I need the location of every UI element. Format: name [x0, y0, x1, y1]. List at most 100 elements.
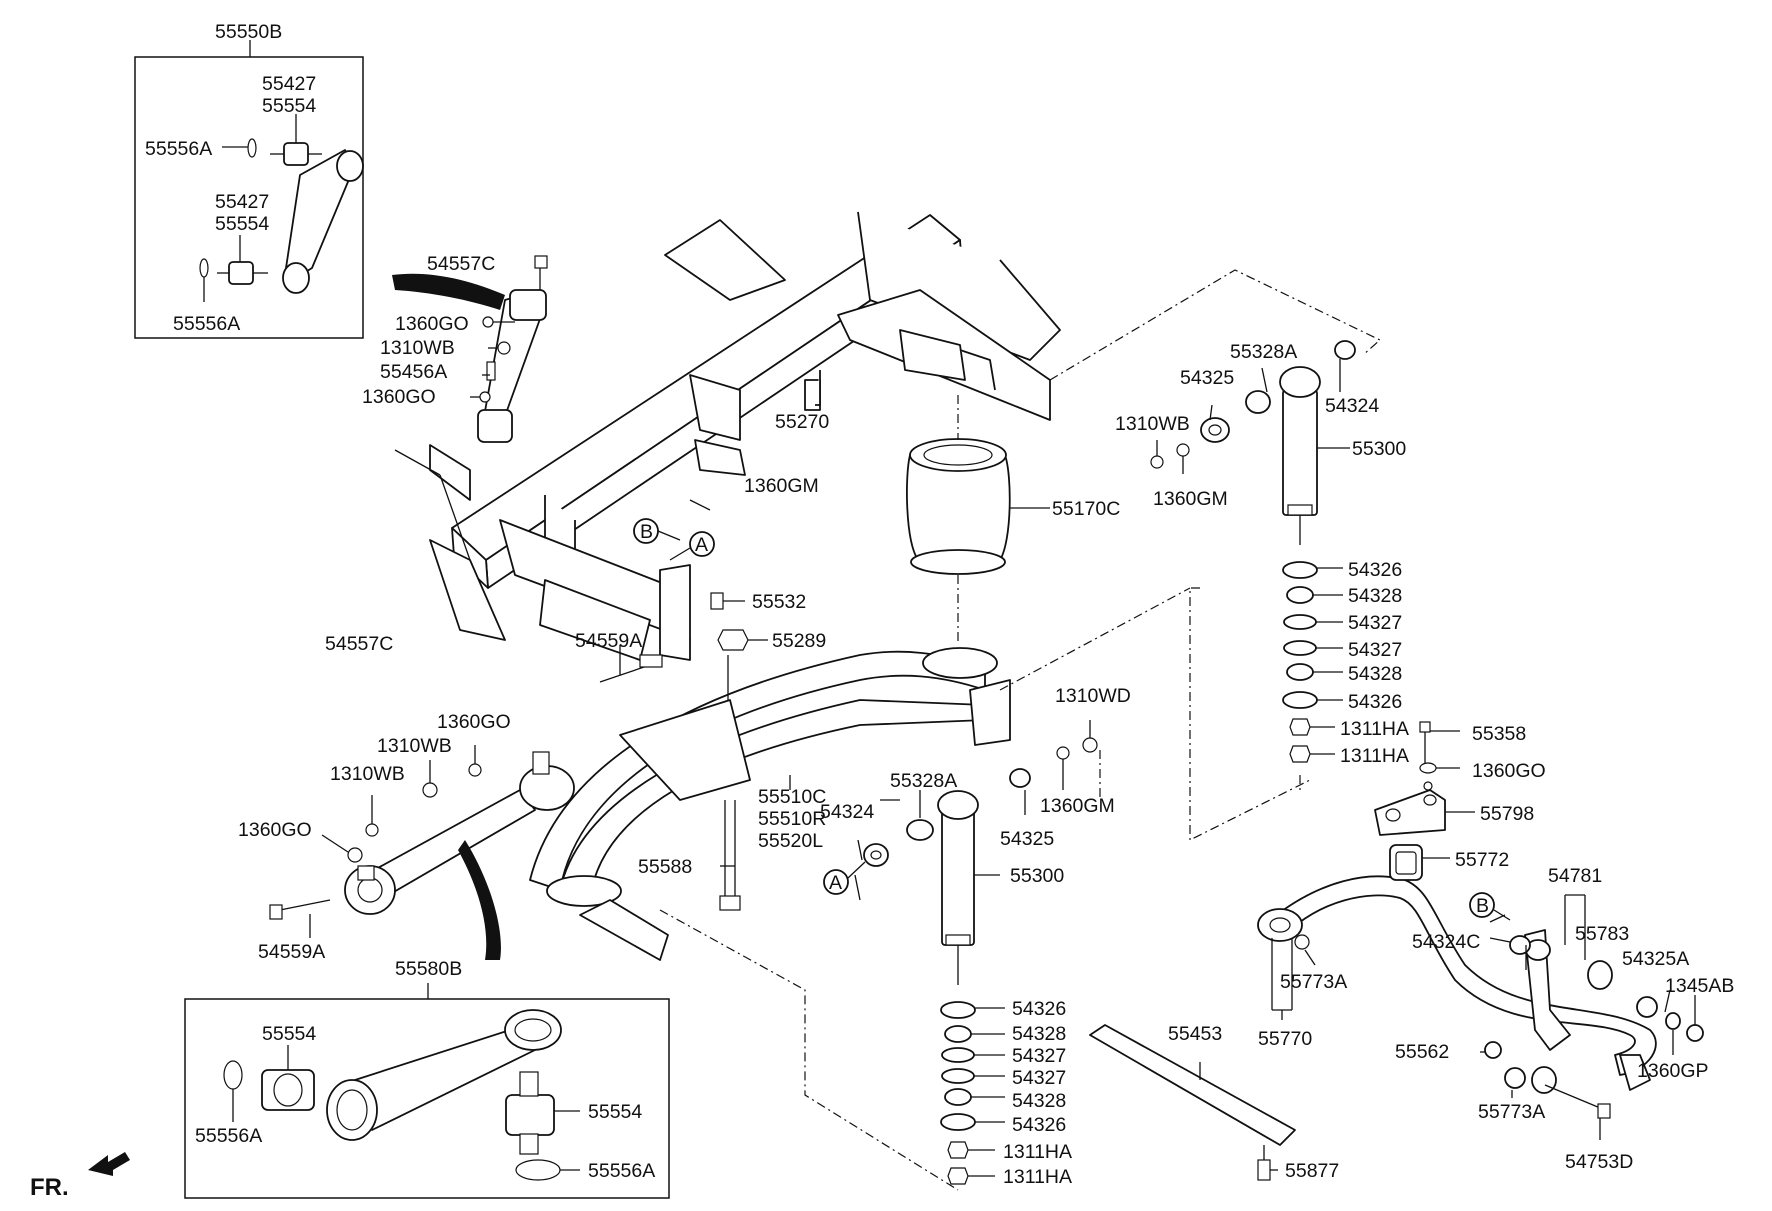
label-55773A-b: 55773A	[1478, 1101, 1545, 1123]
label-54557C-low: 54557C	[325, 633, 393, 655]
label-right-54326-b: 54326	[1348, 691, 1402, 713]
part-labels: 55550B 55427 55554 55556A 55427 55554 55…	[30, 21, 1734, 1201]
label-54325-1: 54325	[1000, 828, 1054, 850]
label-kit-55554-b: 55554	[588, 1101, 642, 1123]
label-right-54327-b: 54327	[1348, 639, 1402, 661]
label-1360GP: 1360GP	[1637, 1060, 1709, 1082]
label-kit-55556A-a: 55556A	[195, 1125, 262, 1147]
label-center-54327-b: 54327	[1012, 1067, 1066, 1089]
label-1360GO-2: 1360GO	[362, 386, 436, 408]
label-55556A-b: 55556A	[173, 313, 240, 335]
shock-absorber-center	[854, 720, 1098, 985]
stabilizer-bar	[1257, 721, 1704, 1140]
label-55562: 55562	[1395, 1041, 1449, 1063]
label-1310WD: 1310WD	[1055, 685, 1131, 707]
upper-torque-rod	[392, 255, 548, 443]
label-A-2: A	[829, 872, 842, 894]
air-spring	[906, 395, 1050, 645]
label-1360GO-1: 1360GO	[395, 313, 469, 335]
label-55772: 55772	[1455, 849, 1509, 871]
label-55770: 55770	[1258, 1028, 1312, 1050]
label-55550B: 55550B	[215, 21, 282, 43]
label-right-1311HA-b: 1311HA	[1340, 745, 1409, 767]
shock-absorber-right	[1150, 340, 1356, 545]
label-55520L: 55520L	[758, 830, 823, 852]
label-55556A-a: 55556A	[145, 138, 212, 160]
label-54559A-2: 54559A	[258, 941, 325, 963]
label-55170C: 55170C	[1052, 498, 1120, 520]
label-55453: 55453	[1168, 1023, 1222, 1045]
phantom-lines	[659, 269, 1382, 1191]
label-1310WB-1: 1310WB	[380, 337, 455, 359]
washer-stack-center	[940, 1001, 1005, 1185]
label-right-54325: 54325	[1180, 367, 1234, 389]
label-55510R: 55510R	[758, 808, 826, 830]
ref-a-marker-shock	[823, 869, 849, 895]
label-B-1: B	[640, 521, 653, 543]
label-center-54326-b: 54326	[1012, 1114, 1066, 1136]
label-54559A-1: 54559A	[575, 630, 642, 652]
label-54324C: 54324C	[1412, 931, 1480, 953]
vehicle-frame	[394, 211, 1061, 661]
label-54324-1: 54324	[820, 801, 874, 823]
label-54557C-top: 54557C	[427, 253, 495, 275]
front-direction-arrow	[88, 1152, 130, 1176]
washer-stack-right	[1282, 561, 1343, 763]
label-center-1311HA-a: 1311HA	[1003, 1141, 1072, 1163]
label-right-1360GM: 1360GM	[1153, 488, 1228, 510]
label-55773A-a: 55773A	[1280, 971, 1347, 993]
label-kit-55554-a: 55554	[262, 1023, 316, 1045]
label-right-B: B	[1476, 895, 1489, 917]
label-A-1: A	[695, 534, 708, 556]
label-right-1360GO: 1360GO	[1472, 760, 1546, 782]
leaf-spring	[529, 647, 1011, 961]
label-54781: 54781	[1548, 865, 1602, 887]
label-55289: 55289	[772, 630, 826, 652]
label-1345AB: 1345AB	[1665, 975, 1734, 997]
label-right-1310WB: 1310WB	[1115, 413, 1190, 435]
label-55300-1: 55300	[1010, 865, 1064, 887]
label-1360GO-4: 1360GO	[238, 819, 312, 841]
label-right-54327-a: 54327	[1348, 612, 1402, 634]
label-right-1311HA-a: 1311HA	[1340, 718, 1409, 740]
label-55798: 55798	[1480, 803, 1534, 825]
label-54753D: 54753D	[1565, 1151, 1633, 1173]
label-55783: 55783	[1575, 923, 1629, 945]
label-55554-a: 55554	[262, 95, 316, 117]
label-55554-b: 55554	[215, 213, 269, 235]
label-55427-b: 55427	[215, 191, 269, 213]
label-right-54328-b: 54328	[1348, 663, 1402, 685]
ref-b-marker-stab	[1469, 892, 1495, 918]
label-55358: 55358	[1472, 723, 1526, 745]
label-center-1311HA-b: 1311HA	[1003, 1166, 1072, 1188]
label-55270: 55270	[775, 411, 829, 433]
label-1360GO-3: 1360GO	[437, 711, 511, 733]
cross-brace	[1089, 1024, 1296, 1181]
label-right-54328-a: 54328	[1348, 585, 1402, 607]
lower-arm-kit-box	[184, 983, 670, 1199]
label-right-55300: 55300	[1352, 438, 1406, 460]
label-front: FR.	[30, 1174, 69, 1201]
label-1310WB-2: 1310WB	[377, 735, 452, 757]
label-right-55328A: 55328A	[1230, 341, 1297, 363]
label-kit-55556A-b: 55556A	[588, 1160, 655, 1182]
center-bolt-hardware	[599, 592, 768, 911]
label-right-54326-a: 54326	[1348, 559, 1402, 581]
label-55328A-1: 55328A	[890, 770, 957, 792]
label-55877: 55877	[1285, 1160, 1339, 1182]
label-55427-a: 55427	[262, 73, 316, 95]
label-1360GM-1: 1360GM	[744, 475, 819, 497]
label-55588: 55588	[638, 856, 692, 878]
ref-a-marker-frame	[689, 531, 715, 557]
label-center-54328-a: 54328	[1012, 1023, 1066, 1045]
label-1360GM-2: 1360GM	[1040, 795, 1115, 817]
label-55532: 55532	[752, 591, 806, 613]
lower-torque-rod	[269, 745, 575, 960]
label-center-54326-a: 54326	[1012, 998, 1066, 1020]
label-1310WB-3: 1310WB	[330, 763, 405, 785]
reference-markers	[633, 518, 1511, 921]
label-54325A: 54325A	[1622, 948, 1689, 970]
label-center-54327-a: 54327	[1012, 1045, 1066, 1067]
label-55580B: 55580B	[395, 958, 462, 980]
